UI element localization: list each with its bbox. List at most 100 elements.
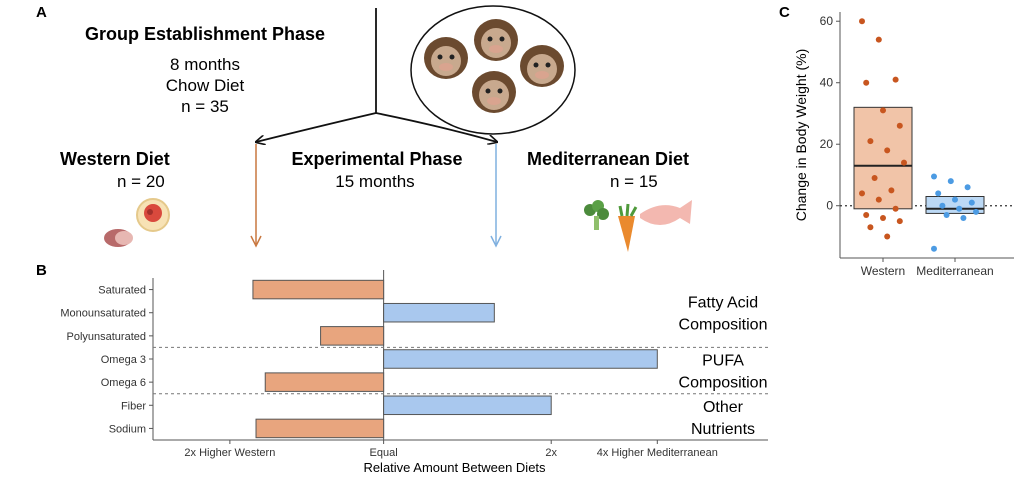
y-tick-label: Polyunsaturated	[67, 331, 147, 343]
x-axis-title: Relative Amount Between Diets	[363, 460, 546, 475]
bar	[383, 395, 552, 416]
data-point	[931, 245, 937, 252]
data-point	[867, 224, 874, 231]
data-point	[960, 215, 967, 222]
data-point	[863, 79, 870, 86]
monkey-eye	[499, 36, 505, 42]
establishment-details: 8 months Chow Diet n = 35	[120, 54, 290, 117]
data-point	[863, 211, 870, 218]
data-point	[956, 205, 963, 212]
data-point	[875, 196, 882, 203]
experimental-title: Experimental Phase	[291, 149, 463, 169]
y-tick-label: Omega 6	[101, 377, 146, 389]
y-tick-label: 0	[826, 199, 833, 213]
group-label: Other	[703, 399, 744, 416]
mediterranean-diet-n: n = 15	[610, 172, 658, 191]
x-tick-label: Mediterranean	[916, 264, 993, 278]
y-axis-title: Change in Body Weight (%)	[793, 49, 809, 222]
data-point	[888, 187, 895, 194]
branch-right-arrow	[375, 112, 497, 142]
data-point	[947, 178, 954, 185]
panel-c-letter: C	[779, 4, 790, 21]
data-point	[968, 199, 975, 206]
x-tick-label: 2x Higher Western	[184, 447, 275, 459]
data-point	[892, 76, 899, 83]
y-tick-label: 40	[820, 76, 834, 90]
western-food-icon	[104, 198, 170, 247]
y-tick-label: Omega 3	[101, 354, 146, 366]
data-point	[859, 190, 865, 197]
data-point	[880, 107, 886, 114]
bar	[255, 418, 385, 439]
establishment-n: n = 35	[181, 97, 229, 116]
group-label: PUFA	[702, 353, 744, 370]
bar	[252, 279, 385, 300]
western-diet-title: Western Diet	[60, 149, 170, 169]
data-point	[896, 218, 903, 225]
x-tick-label: 4x Higher Mediterranean	[597, 447, 718, 459]
data-point	[892, 205, 899, 212]
monkey-eye	[533, 62, 539, 68]
bar	[383, 349, 658, 369]
y-tick-label: Saturated	[98, 285, 146, 297]
bar-layer: SaturatedMonounsaturatedPolyunsaturatedO…	[60, 270, 768, 475]
panel-a-letter: A	[36, 4, 47, 21]
establishment-title: Group Establishment Phase	[84, 24, 326, 44]
monkey-face-icon	[520, 45, 564, 87]
bar	[320, 326, 385, 346]
monkey-face-icon	[474, 19, 518, 61]
data-point	[880, 215, 886, 222]
group-label: Composition	[679, 317, 768, 334]
data-point	[973, 208, 979, 215]
monkey-group	[424, 19, 564, 113]
x-tick-label: Western	[861, 264, 905, 278]
y-tick-label: Fiber	[121, 400, 146, 412]
monkey-face-icon	[472, 71, 516, 113]
data-point	[964, 184, 971, 191]
monkey-mouth	[439, 63, 453, 71]
y-tick-label: Sodium	[109, 423, 146, 435]
group-label: Fatty Acid	[688, 295, 758, 312]
western-diet-n: n = 20	[117, 172, 165, 191]
data-point	[875, 36, 882, 43]
data-point	[896, 122, 903, 129]
monkey-skin	[527, 54, 557, 84]
flow-diagram	[104, 5, 692, 252]
data-point	[871, 175, 878, 182]
monkey-eye	[449, 54, 455, 60]
data-point	[943, 211, 950, 218]
group-label: Nutrients	[691, 421, 755, 438]
establishment-duration: 8 months	[170, 55, 240, 74]
data-point	[884, 233, 891, 240]
data-point	[952, 196, 958, 203]
monkey-skin	[481, 28, 511, 58]
data-point	[935, 190, 942, 197]
bar	[383, 302, 495, 323]
monkey-eye	[497, 88, 503, 94]
monkey-eye	[487, 36, 493, 42]
data-point	[884, 147, 891, 154]
experimental-duration: 15 months	[335, 172, 415, 191]
bar	[264, 372, 385, 392]
nutrient-bar-chart: SaturatedMonounsaturatedPolyunsaturatedO…	[60, 270, 768, 475]
data-point	[901, 159, 907, 166]
monkey-mouth	[535, 71, 549, 79]
monkey-skin	[479, 80, 509, 110]
data-point	[939, 202, 946, 209]
mediterranean-diet-title: Mediterranean Diet	[527, 149, 690, 169]
western-arrow-head	[250, 235, 262, 248]
branch-left-arrow	[256, 112, 377, 142]
panel-b-letter: B	[36, 262, 47, 279]
data-point	[931, 173, 937, 180]
monkey-mouth	[489, 45, 503, 53]
monkey-eye	[545, 62, 551, 68]
monkey-face-icon	[424, 37, 468, 79]
monkey-group-ellipse	[410, 5, 576, 135]
data-point	[859, 18, 865, 25]
y-tick-label: 60	[820, 14, 834, 28]
monkey-eye	[437, 54, 443, 60]
x-tick-label: Equal	[370, 447, 398, 459]
monkey-mouth	[487, 97, 501, 105]
